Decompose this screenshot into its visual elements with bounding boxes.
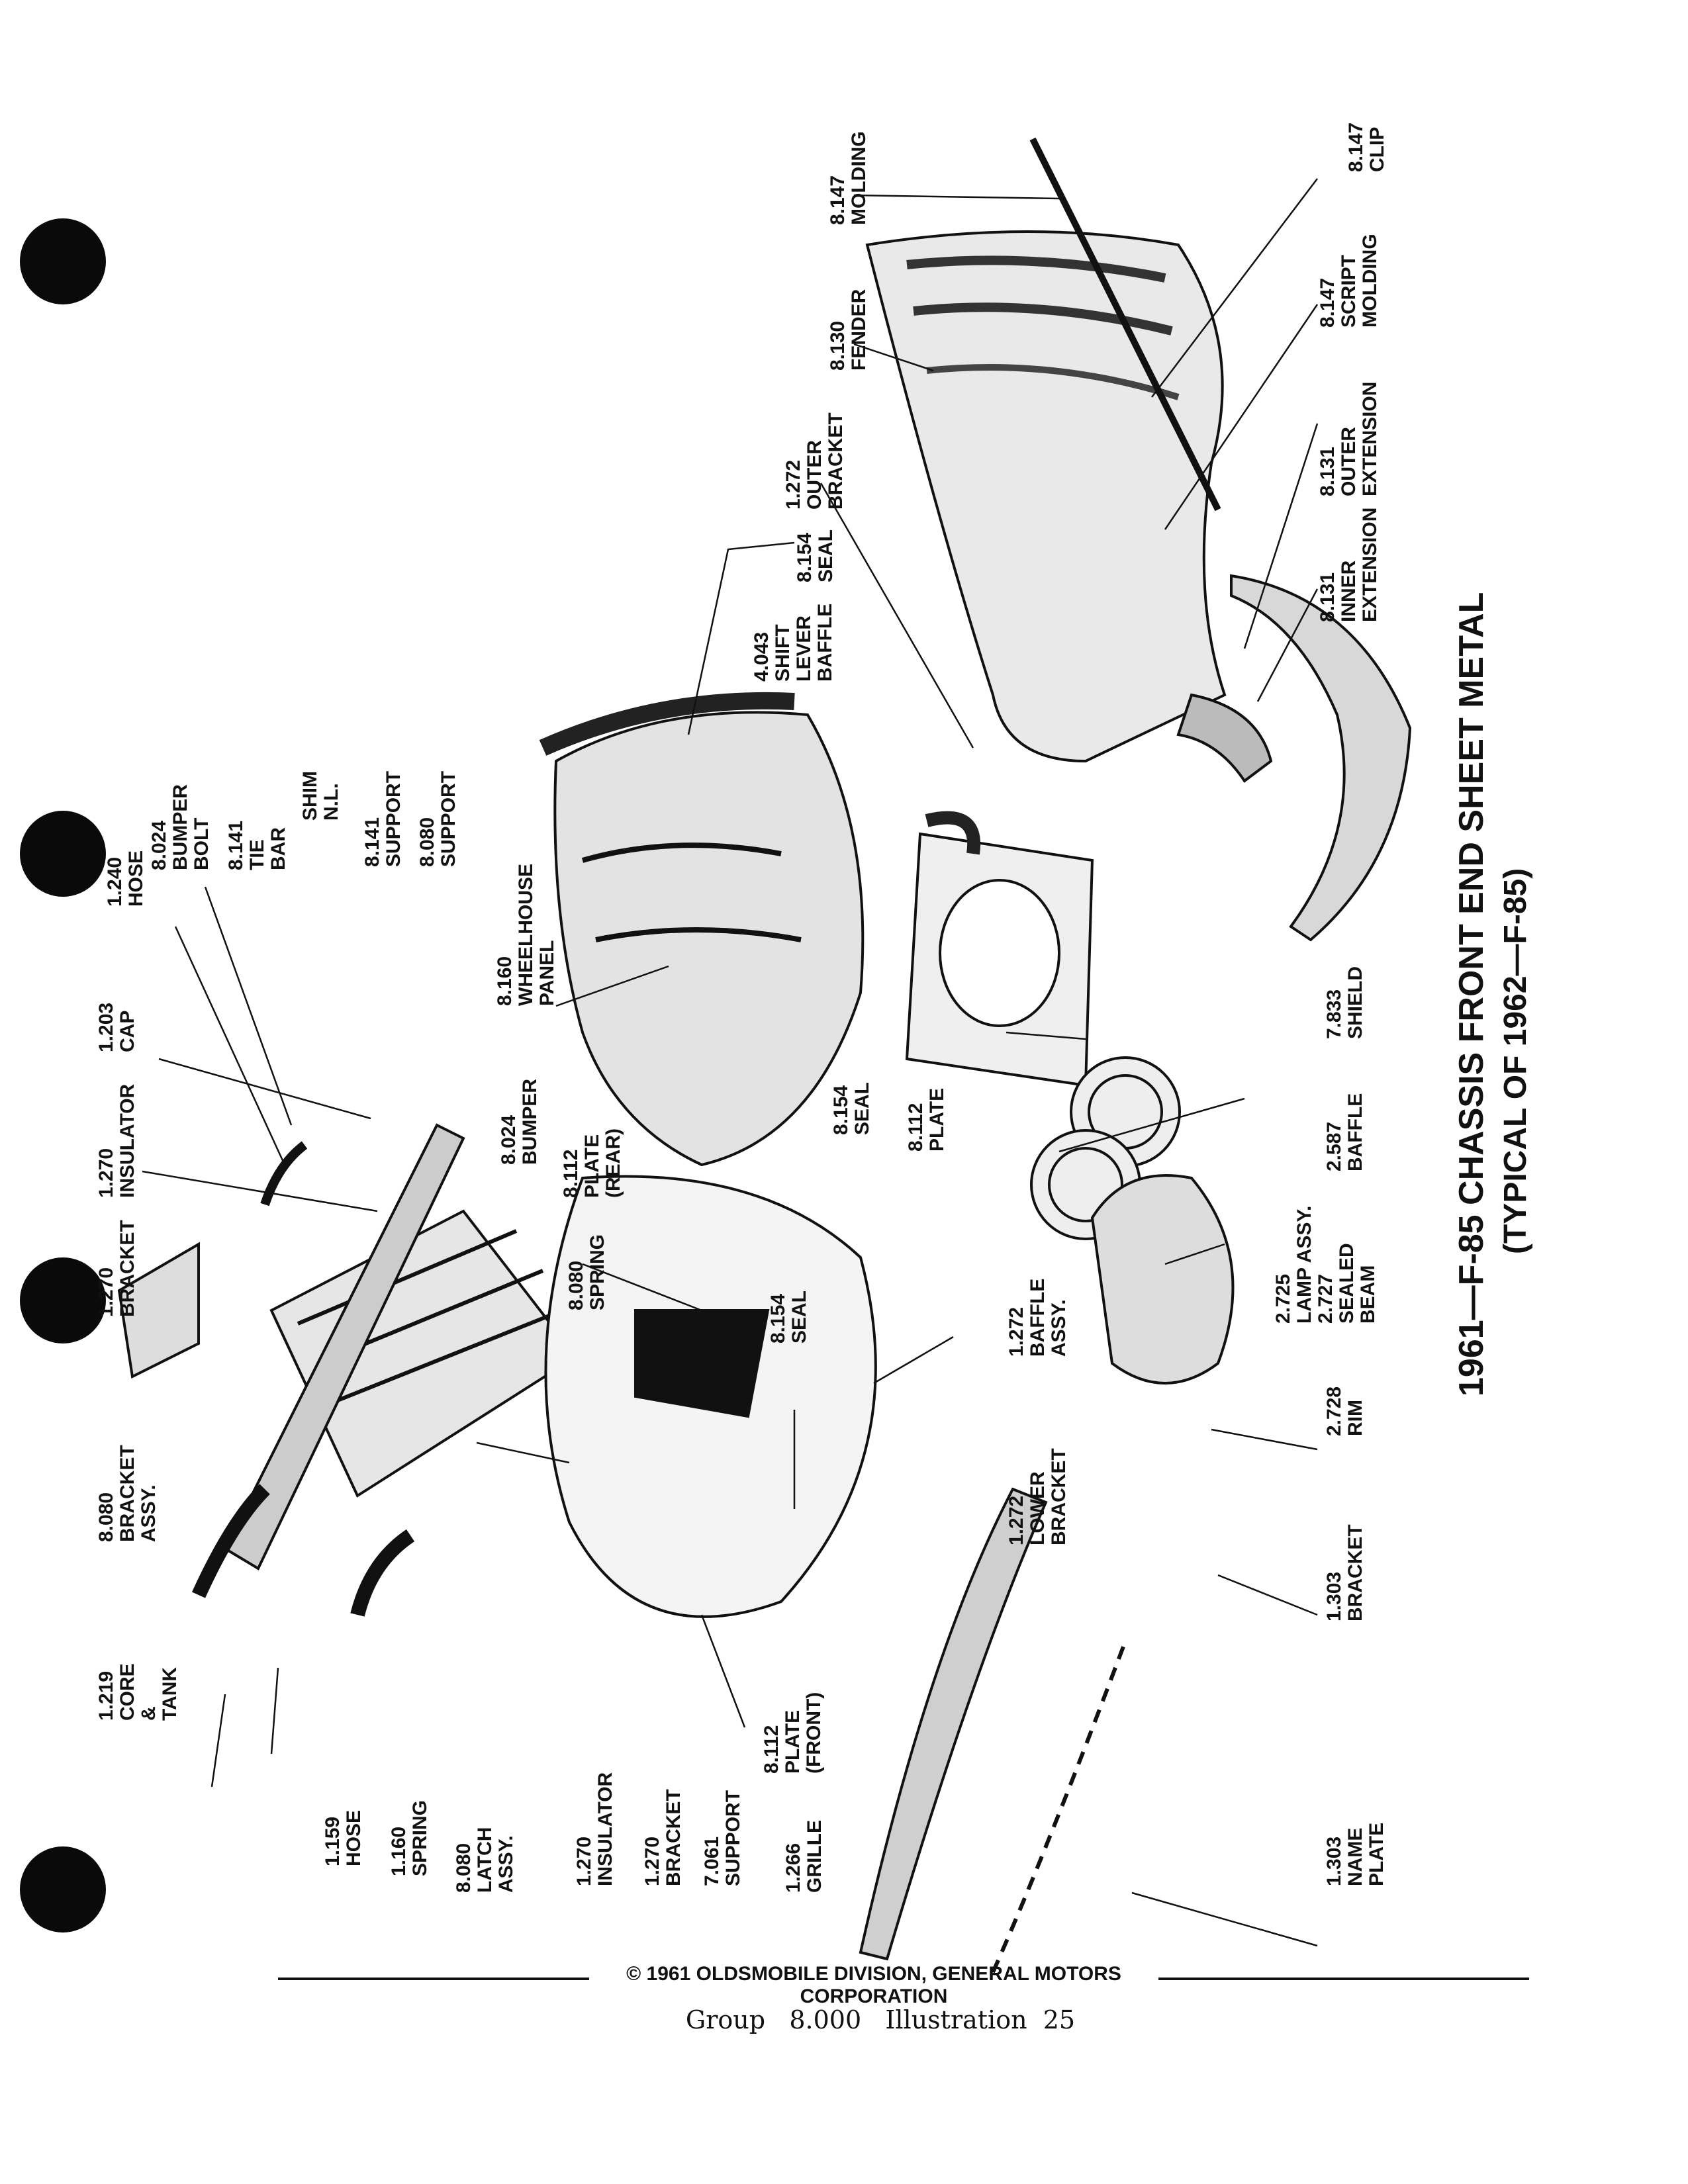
parts-drawing	[117, 137, 1412, 1974]
binder-hole	[20, 1846, 106, 1933]
part-label: 8.154SEAL	[767, 1291, 810, 1343]
part-label: SHIMN.L.	[299, 771, 342, 821]
part-label: 8.080SUPPORT	[416, 771, 459, 867]
part-label: 1.160SPRING	[388, 1800, 431, 1876]
part-label: 1.240HOSE	[104, 850, 147, 907]
part-label: 7.061SUPPORT	[701, 1790, 744, 1886]
part-label: 8.131INNEREXTENSION	[1317, 508, 1381, 622]
part-label: 8.160WHEELHOUSEPANEL	[494, 864, 558, 1006]
part-label: 1.272LOWERBRACKET	[1006, 1448, 1070, 1545]
binder-hole	[20, 218, 106, 304]
part-label: 8.130FENDER	[827, 289, 870, 371]
part-label: 2.587BAFFLE	[1323, 1093, 1366, 1171]
footer-rule	[1158, 1978, 1529, 1980]
part-label: 1.272BAFFLEASSY.	[1006, 1279, 1070, 1357]
part-label: 1.219CORE&TANK	[95, 1663, 181, 1721]
part-label: 8.147SCRIPTMOLDING	[1317, 234, 1381, 328]
part-label: 8.112PLATE	[905, 1088, 948, 1152]
part-label: 8.080LATCHASSY.	[453, 1827, 517, 1893]
part-label: 8.154SEAL	[830, 1082, 873, 1135]
part-label: 8.131OUTEREXTENSION	[1317, 382, 1381, 496]
core-and-tank-part	[269, 1209, 578, 1498]
diagram-subtitle: (TYPICAL OF 1962—F-85)	[1498, 868, 1533, 1254]
molding-part	[1029, 137, 1221, 512]
part-label: 1.270INSULATOR	[573, 1772, 616, 1886]
part-label: 1.159HOSE	[322, 1810, 365, 1866]
inner-extension-part	[1176, 693, 1273, 783]
part-label: 1.270INSULATOR	[95, 1083, 138, 1198]
binder-hole	[20, 1257, 106, 1343]
part-label: 1.303BRACKET	[1323, 1524, 1366, 1621]
footer-rule	[278, 1978, 589, 1980]
diagram-title: 1961—F-85 CHASSIS FRONT END SHEET METAL	[1452, 592, 1491, 1396]
part-label: 8.080BRACKETASSY.	[95, 1445, 160, 1542]
part-label: 1.270BRACKET	[95, 1220, 138, 1317]
tie-bar-part	[223, 1123, 465, 1570]
part-label: 8.141SUPPORT	[361, 771, 404, 867]
part-label: 1.272OUTERBRACKET	[782, 412, 847, 510]
copyright-line: © 1961 OLDSMOBILE DIVISION, GENERAL MOTO…	[626, 1963, 1121, 2007]
illustration-number: 25	[1043, 2005, 1076, 2034]
outer-extension-part	[1230, 574, 1412, 942]
part-label: 2.728RIM	[1323, 1387, 1366, 1436]
grille-part	[859, 1487, 1048, 1961]
part-label: 1.303NAMEPLATE	[1323, 1823, 1387, 1886]
part-label: 8.112PLATE(REAR)	[560, 1128, 624, 1198]
part-label: 8.147MOLDING	[827, 131, 870, 225]
group-label: Group	[685, 2005, 766, 2034]
part-label: 7.833SHIELD	[1323, 966, 1366, 1039]
part-label: 1.266GRILLE	[782, 1820, 825, 1893]
name-plate-part	[991, 1640, 1127, 1974]
part-label: 8.112PLATE(FRONT)	[761, 1692, 825, 1774]
part-label: 2.725LAMP ASSY.2.727SEALEDBEAM	[1272, 1206, 1379, 1324]
part-label: 8.080SPRING	[565, 1234, 608, 1310]
bracket-part	[117, 1242, 200, 1379]
hose-part	[191, 1484, 270, 1598]
rim-part	[1090, 1174, 1235, 1385]
fender-part	[865, 230, 1227, 763]
group-illustration-line: Group 8.000 Illustration 25	[596, 2005, 1165, 2034]
wheelhouse-panel-part	[553, 711, 865, 1167]
part-labels: 8.147MOLDING 8.147CLIP 8.130FENDER 8.147…	[95, 122, 1388, 1893]
part-label: 1.270BRACKET	[641, 1789, 684, 1886]
group-number: 8.000	[789, 2005, 862, 2034]
part-label: 1.203CAP	[95, 1003, 138, 1052]
leader-lines	[142, 178, 1319, 1947]
part-label: 8.024BUMPERBOLT	[148, 784, 212, 870]
part-label: 4.043SHIFTLEVERBAFFLE	[751, 604, 836, 682]
part-label: 8.024BUMPER	[498, 1079, 541, 1165]
part-label: 8.141TIEBAR	[225, 821, 289, 870]
part-label: 8.147CLIP	[1345, 122, 1388, 172]
binder-hole	[20, 811, 106, 897]
illustration-label: Illustration	[885, 2005, 1027, 2034]
part-label: 8.154SEAL	[794, 529, 837, 582]
